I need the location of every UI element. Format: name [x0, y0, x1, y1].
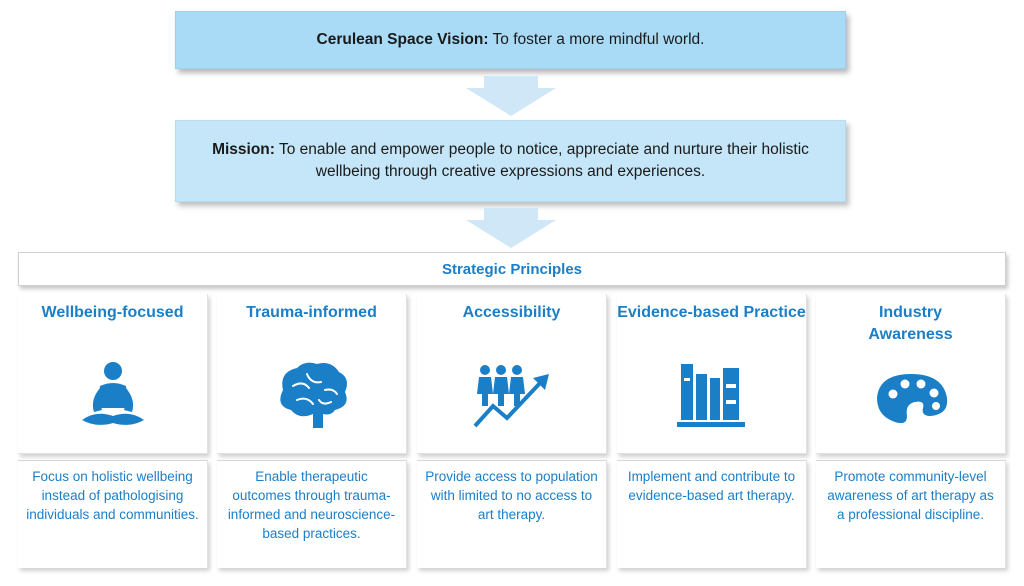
- principle-card-accessibility: Accessibility: [417, 294, 607, 454]
- principle-description: Implement and contribute to evidence-bas…: [617, 460, 807, 568]
- down-arrow-icon: [466, 208, 556, 248]
- strategic-principles-header: Strategic Principles: [18, 252, 1006, 286]
- principle-description: Provide access to population with limite…: [417, 460, 607, 568]
- principle-card-industry: Industry Awareness: [816, 294, 1006, 454]
- brain-icon: [279, 362, 347, 428]
- principle-card-evidence: Evidence-based Practice: [617, 294, 807, 454]
- principle-description: Focus on holistic wellbeing instead of p…: [18, 460, 208, 568]
- principle-title: Wellbeing-focused: [41, 304, 184, 321]
- meditation-icon: [81, 362, 144, 425]
- mission-text: To enable and empower people to notice, …: [274, 141, 809, 180]
- principle-title: Evidence-based Practice: [617, 304, 806, 321]
- principle-title: Industry Awareness: [868, 304, 953, 343]
- mission-box: Mission: To enable and empower people to…: [175, 120, 846, 202]
- down-arrow-icon: [466, 76, 556, 116]
- principle-title: Accessibility: [462, 304, 561, 321]
- principle-card-wellbeing: Wellbeing-focused: [18, 294, 208, 454]
- vision-text: To foster a more mindful world.: [488, 31, 705, 48]
- vision-label: Cerulean Space Vision:: [316, 31, 489, 48]
- vision-box: Cerulean Space Vision: To foster a more …: [175, 11, 846, 69]
- people-growth-icon: [473, 365, 549, 428]
- principle-title: Trauma-informed: [246, 304, 377, 321]
- mission-label: Mission:: [212, 141, 275, 158]
- palette-icon: [876, 374, 947, 424]
- principle-card-trauma: Trauma-informed: [217, 294, 407, 454]
- principle-description: Enable therapeutic outcomes through trau…: [217, 460, 407, 568]
- principle-description: Promote community-level awareness of art…: [816, 460, 1006, 568]
- principles-title: Strategic Principles: [441, 260, 583, 278]
- books-icon: [676, 364, 745, 427]
